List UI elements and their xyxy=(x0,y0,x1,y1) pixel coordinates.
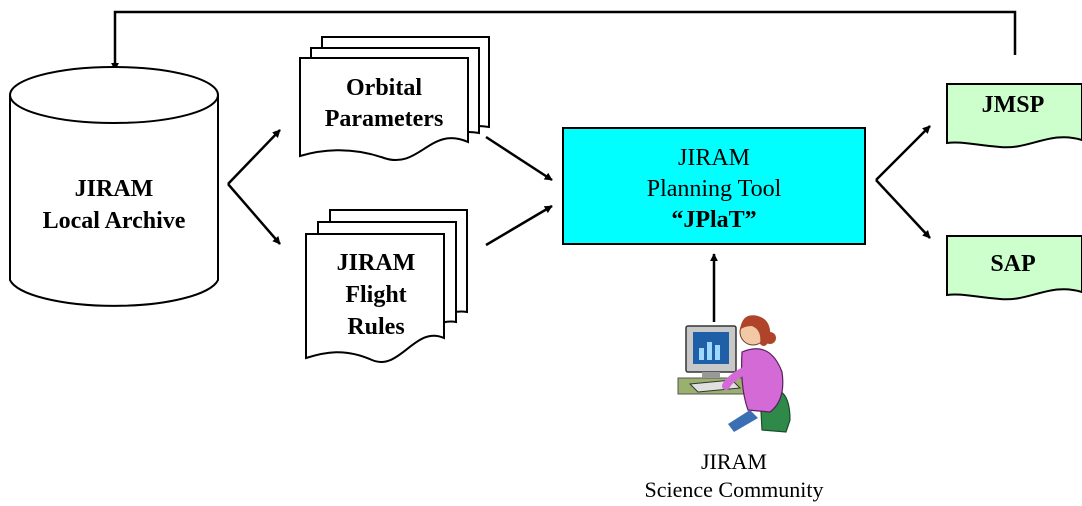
orbital-to-tool-arrow xyxy=(485,135,553,182)
planning-tool-box: JIRAM Planning Tool “JPlaT” xyxy=(562,127,866,245)
tool-label-line1: JIRAM xyxy=(678,145,750,171)
flight-rules-document: JIRAM Flight Rules xyxy=(305,209,468,363)
community-label-line2: Science Community xyxy=(644,477,823,502)
planning-tool-rect xyxy=(562,127,866,245)
orbital-label-line1: Orbital xyxy=(346,75,422,101)
tool-to-sap-arrow xyxy=(875,179,931,239)
orbital-parameters-document: Orbital Parameters xyxy=(299,36,490,161)
local-archive-cylinder: JIRAM Local Archive xyxy=(9,66,219,307)
user-at-computer-icon xyxy=(677,315,791,433)
archive-label-line2: Local Archive xyxy=(43,208,186,234)
archive-to-rules-arrow xyxy=(227,183,281,245)
sap-label: SAP xyxy=(990,251,1035,277)
tool-to-jmsp-arrow xyxy=(875,125,931,181)
tool-label-line3: “JPlaT” xyxy=(671,207,756,233)
archive-label-line1: JIRAM xyxy=(75,176,154,202)
rules-label-line3: Rules xyxy=(347,314,404,340)
orbital-label-line2: Parameters xyxy=(325,106,444,132)
feedback-arrow xyxy=(111,10,1017,71)
sap-document: SAP xyxy=(946,235,1082,301)
jmsp-document: JMSP xyxy=(946,83,1082,149)
rules-label-line2: Flight xyxy=(345,282,406,308)
tool-label-line2: Planning Tool xyxy=(647,176,782,202)
rules-label-line1: JIRAM xyxy=(337,250,416,276)
community-label-line1: JIRAM xyxy=(701,449,767,474)
rules-to-tool-arrow xyxy=(485,204,553,247)
archive-to-orbital-arrow xyxy=(227,129,281,185)
jmsp-label: JMSP xyxy=(982,92,1045,118)
